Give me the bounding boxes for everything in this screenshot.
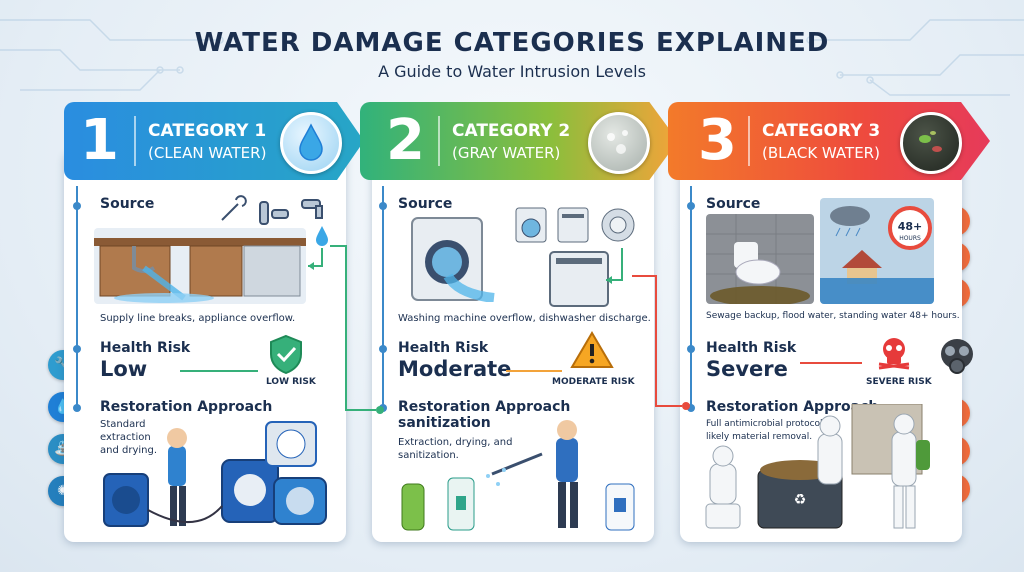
category-3-source-heading: Source xyxy=(706,196,761,212)
tools-icons xyxy=(221,195,323,225)
connector-lines xyxy=(330,245,690,414)
timeline-dot xyxy=(379,345,387,353)
faucet-drip-icon xyxy=(308,226,328,270)
banner-divider xyxy=(748,116,750,166)
category-3-heading: CATEGORY 3 (BLACK WATER) xyxy=(762,120,880,164)
category-3-risk-label: SEVERE RISK xyxy=(866,377,932,387)
page-title: WATER DAMAGE CATEGORIES EXPLAINED xyxy=(194,28,830,58)
category-1-source-text: Supply line breaks, appliance overflow. xyxy=(100,313,296,324)
washing-machine-illustration xyxy=(411,217,495,302)
category-3-restoration-text: Full antimicrobial protocol likely mater… xyxy=(706,419,823,442)
category-1-banner: 1 CATEGORY 1 (CLEAN WATER) xyxy=(64,102,364,180)
circuit-decoration-left xyxy=(0,19,224,91)
page-subtitle: A Guide to Water Intrusion Levels xyxy=(378,62,646,81)
risk-arrow xyxy=(800,362,862,364)
category-1-source-heading: Source xyxy=(100,196,155,212)
category-1-name: CATEGORY 1 xyxy=(148,121,267,141)
category-2-type: (GRAY WATER) xyxy=(452,144,561,162)
hazmat-cleanup-illustration: ♻ xyxy=(705,404,930,529)
category-2-banner: 2 CATEGORY 2 (GRAY WATER) xyxy=(360,102,678,180)
category-1-restoration-heading: Restoration Approach xyxy=(100,399,273,415)
skull-icon xyxy=(878,338,910,370)
category-3-number: 3 xyxy=(698,108,737,173)
category-1-risk-label: LOW RISK xyxy=(266,377,316,387)
category-2-name: CATEGORY 2 xyxy=(452,121,571,141)
gray-water-icon xyxy=(588,112,650,174)
svg-text:♻: ♻ xyxy=(794,492,807,508)
timeline-dot xyxy=(687,404,695,412)
kitchen-leak-illustration xyxy=(94,228,306,304)
category-2-number: 2 xyxy=(386,108,425,173)
category-1-risk-heading: Health Risk xyxy=(100,340,191,356)
category-3-name: CATEGORY 3 xyxy=(762,121,881,141)
black-water-icon xyxy=(900,112,962,174)
timeline-dot xyxy=(73,345,81,353)
circuit-decoration-right xyxy=(806,19,1024,96)
category-2-risk-label: MODERATE RISK xyxy=(552,377,635,387)
category-3-restoration-heading: Restoration Approach xyxy=(706,399,879,415)
category-2-restoration-text: Extraction, drying, and sanitization. xyxy=(398,437,513,461)
category-1-number: 1 xyxy=(80,108,119,173)
risk-arrow xyxy=(180,370,258,372)
banner-divider xyxy=(134,116,136,166)
source-arrow xyxy=(606,248,623,284)
timeline-dot xyxy=(73,404,81,412)
gas-mask-icon xyxy=(941,339,973,374)
category-1-restoration-text: Standard extraction and drying. xyxy=(100,419,158,456)
category-3-source-text: Sewage backup, flood water, standing wat… xyxy=(706,311,960,321)
timeline-line xyxy=(690,186,692,411)
appliance-icons xyxy=(515,207,635,243)
category-3-banner: 3 CATEGORY 3 (BLACK WATER) xyxy=(668,102,990,180)
clock-sublabel: HOURS xyxy=(899,235,921,242)
clock-label: 48+ xyxy=(898,220,923,233)
flood-house-illustration: 48+ HOURS xyxy=(820,198,934,304)
warning-icon xyxy=(570,331,614,368)
shield-check-icon xyxy=(270,334,302,374)
category-2-source-text: Washing machine overflow, dishwasher dis… xyxy=(398,313,651,324)
category-2-source-heading: Source xyxy=(398,196,453,212)
sanitization-illustration xyxy=(401,420,635,531)
banner-divider xyxy=(438,116,440,166)
timeline-dot xyxy=(687,345,695,353)
category-3-risk-heading: Health Risk xyxy=(706,340,797,356)
timeline-line xyxy=(76,186,78,411)
category-2-restoration-heading: Restoration Approach xyxy=(398,399,571,415)
timeline-line xyxy=(382,186,384,411)
risk-arrow xyxy=(506,370,562,372)
category-1-type: (CLEAN WATER) xyxy=(148,144,267,162)
category-3-risk-level: Severe xyxy=(706,357,788,381)
clean-water-drop-icon xyxy=(280,112,342,174)
sewage-backup-illustration xyxy=(706,214,814,304)
category-1-risk-level: Low xyxy=(100,357,148,381)
category-2-risk-level: Moderate xyxy=(398,357,512,381)
category-1-heading: CATEGORY 1 (CLEAN WATER) xyxy=(148,120,266,164)
category-2-heading: CATEGORY 2 (GRAY WATER) xyxy=(452,120,570,164)
category-3-type: (BLACK WATER) xyxy=(762,144,880,162)
category-2-restoration-extra: sanitization xyxy=(398,415,491,431)
category-2-risk-heading: Health Risk xyxy=(398,340,489,356)
drying-equipment-illustration xyxy=(103,421,327,527)
